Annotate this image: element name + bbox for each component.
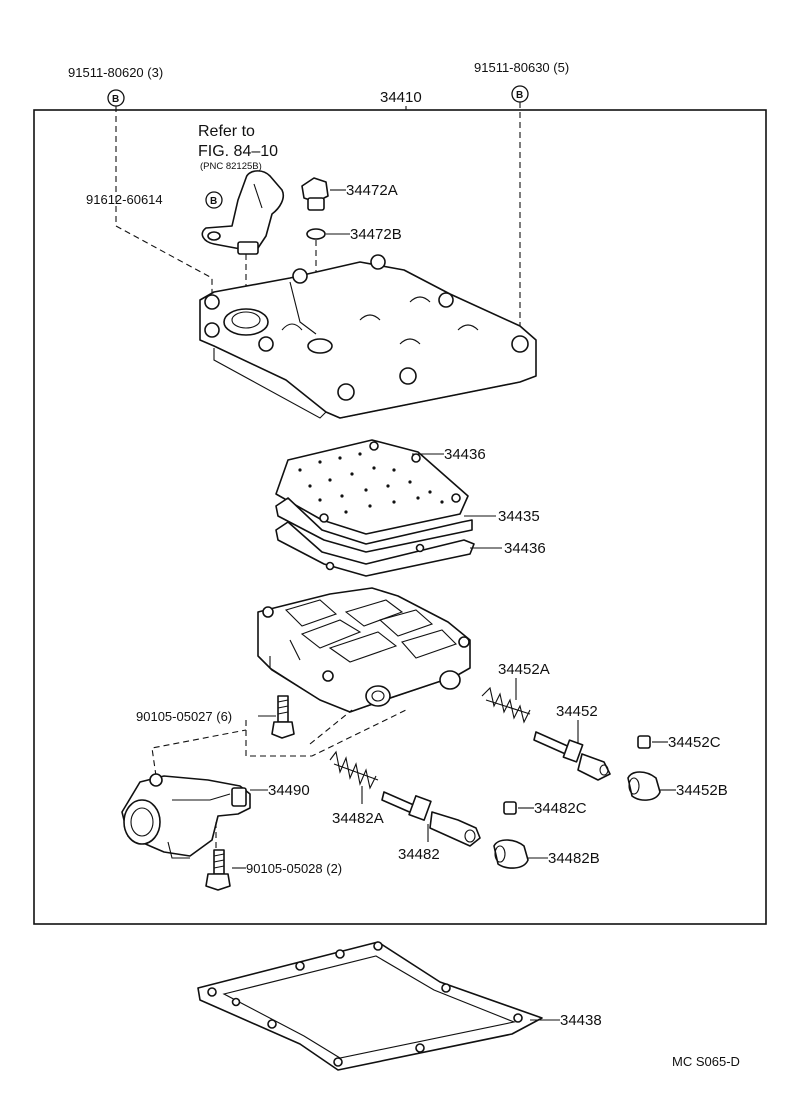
separator-plate-mid-icon — [275, 497, 473, 553]
lower-valve-body-icon — [257, 587, 471, 713]
badge-b-icon: B — [205, 191, 223, 209]
label-34482B: 34482B — [548, 850, 600, 867]
bolt-6-icon — [271, 695, 295, 739]
refer-line-2: FIG. 84–10 — [198, 143, 278, 160]
label-34438: 34438 — [560, 1012, 602, 1029]
label-34410: 34410 — [380, 89, 422, 106]
badge-b-icon: B — [107, 89, 125, 107]
dashed-guide-left — [115, 106, 213, 300]
label-34482: 34482 — [398, 846, 440, 863]
separator-plate-bottom-icon — [275, 521, 475, 577]
refer-line-1: Refer to — [198, 123, 255, 140]
label-34436-top: 34436 — [444, 446, 486, 463]
svg-text:B: B — [112, 94, 119, 105]
label-34452A: 34452A — [498, 661, 550, 678]
upper-valve-body-icon — [199, 254, 537, 419]
label-34435: 34435 — [498, 508, 540, 525]
retainer-right-icon — [637, 735, 651, 749]
label-34482A: 34482A — [332, 810, 384, 827]
label-bolt-right: 91511-80630 (5) — [474, 60, 569, 75]
valve-right-icon — [533, 731, 611, 781]
label-34472A: 34472A — [346, 182, 398, 199]
gasket-icon — [197, 941, 543, 1071]
label-34452C: 34452C — [668, 734, 721, 751]
plug-right-icon — [627, 771, 661, 801]
bolt-2-icon — [205, 849, 231, 891]
label-34452B: 34452B — [676, 782, 728, 799]
badge-b-icon: B — [511, 85, 529, 103]
svg-text:B: B — [516, 90, 523, 101]
label-34472B: 34472B — [350, 226, 402, 243]
label-sensor-bolt: 91612-60614 — [86, 192, 163, 207]
spring-right-icon — [481, 686, 531, 724]
valve-left-icon — [381, 791, 481, 847]
label-bolt-6: 90105-05027 (6) — [136, 709, 232, 724]
o-ring-icon — [306, 228, 326, 240]
label-34452: 34452 — [556, 703, 598, 720]
footer-code: MC S065-D — [672, 1054, 740, 1069]
label-34482C: 34482C — [534, 800, 587, 817]
label-34490: 34490 — [268, 782, 310, 799]
speed-sensor-icon — [201, 170, 285, 255]
retainer-left-icon — [503, 801, 517, 815]
plug-left-icon — [493, 839, 529, 869]
spring-left-icon — [329, 750, 379, 790]
svg-text:B: B — [210, 196, 217, 207]
solenoid-icon — [121, 773, 251, 859]
label-bolt-2: 90105-05028 (2) — [246, 861, 342, 876]
plug-icon — [301, 177, 329, 211]
refer-line-3: (PNC 82125B) — [200, 161, 262, 172]
label-34436-bottom: 34436 — [504, 540, 546, 557]
assembly-box — [33, 109, 767, 925]
label-bolt-left: 91511-80620 (3) — [68, 65, 163, 80]
